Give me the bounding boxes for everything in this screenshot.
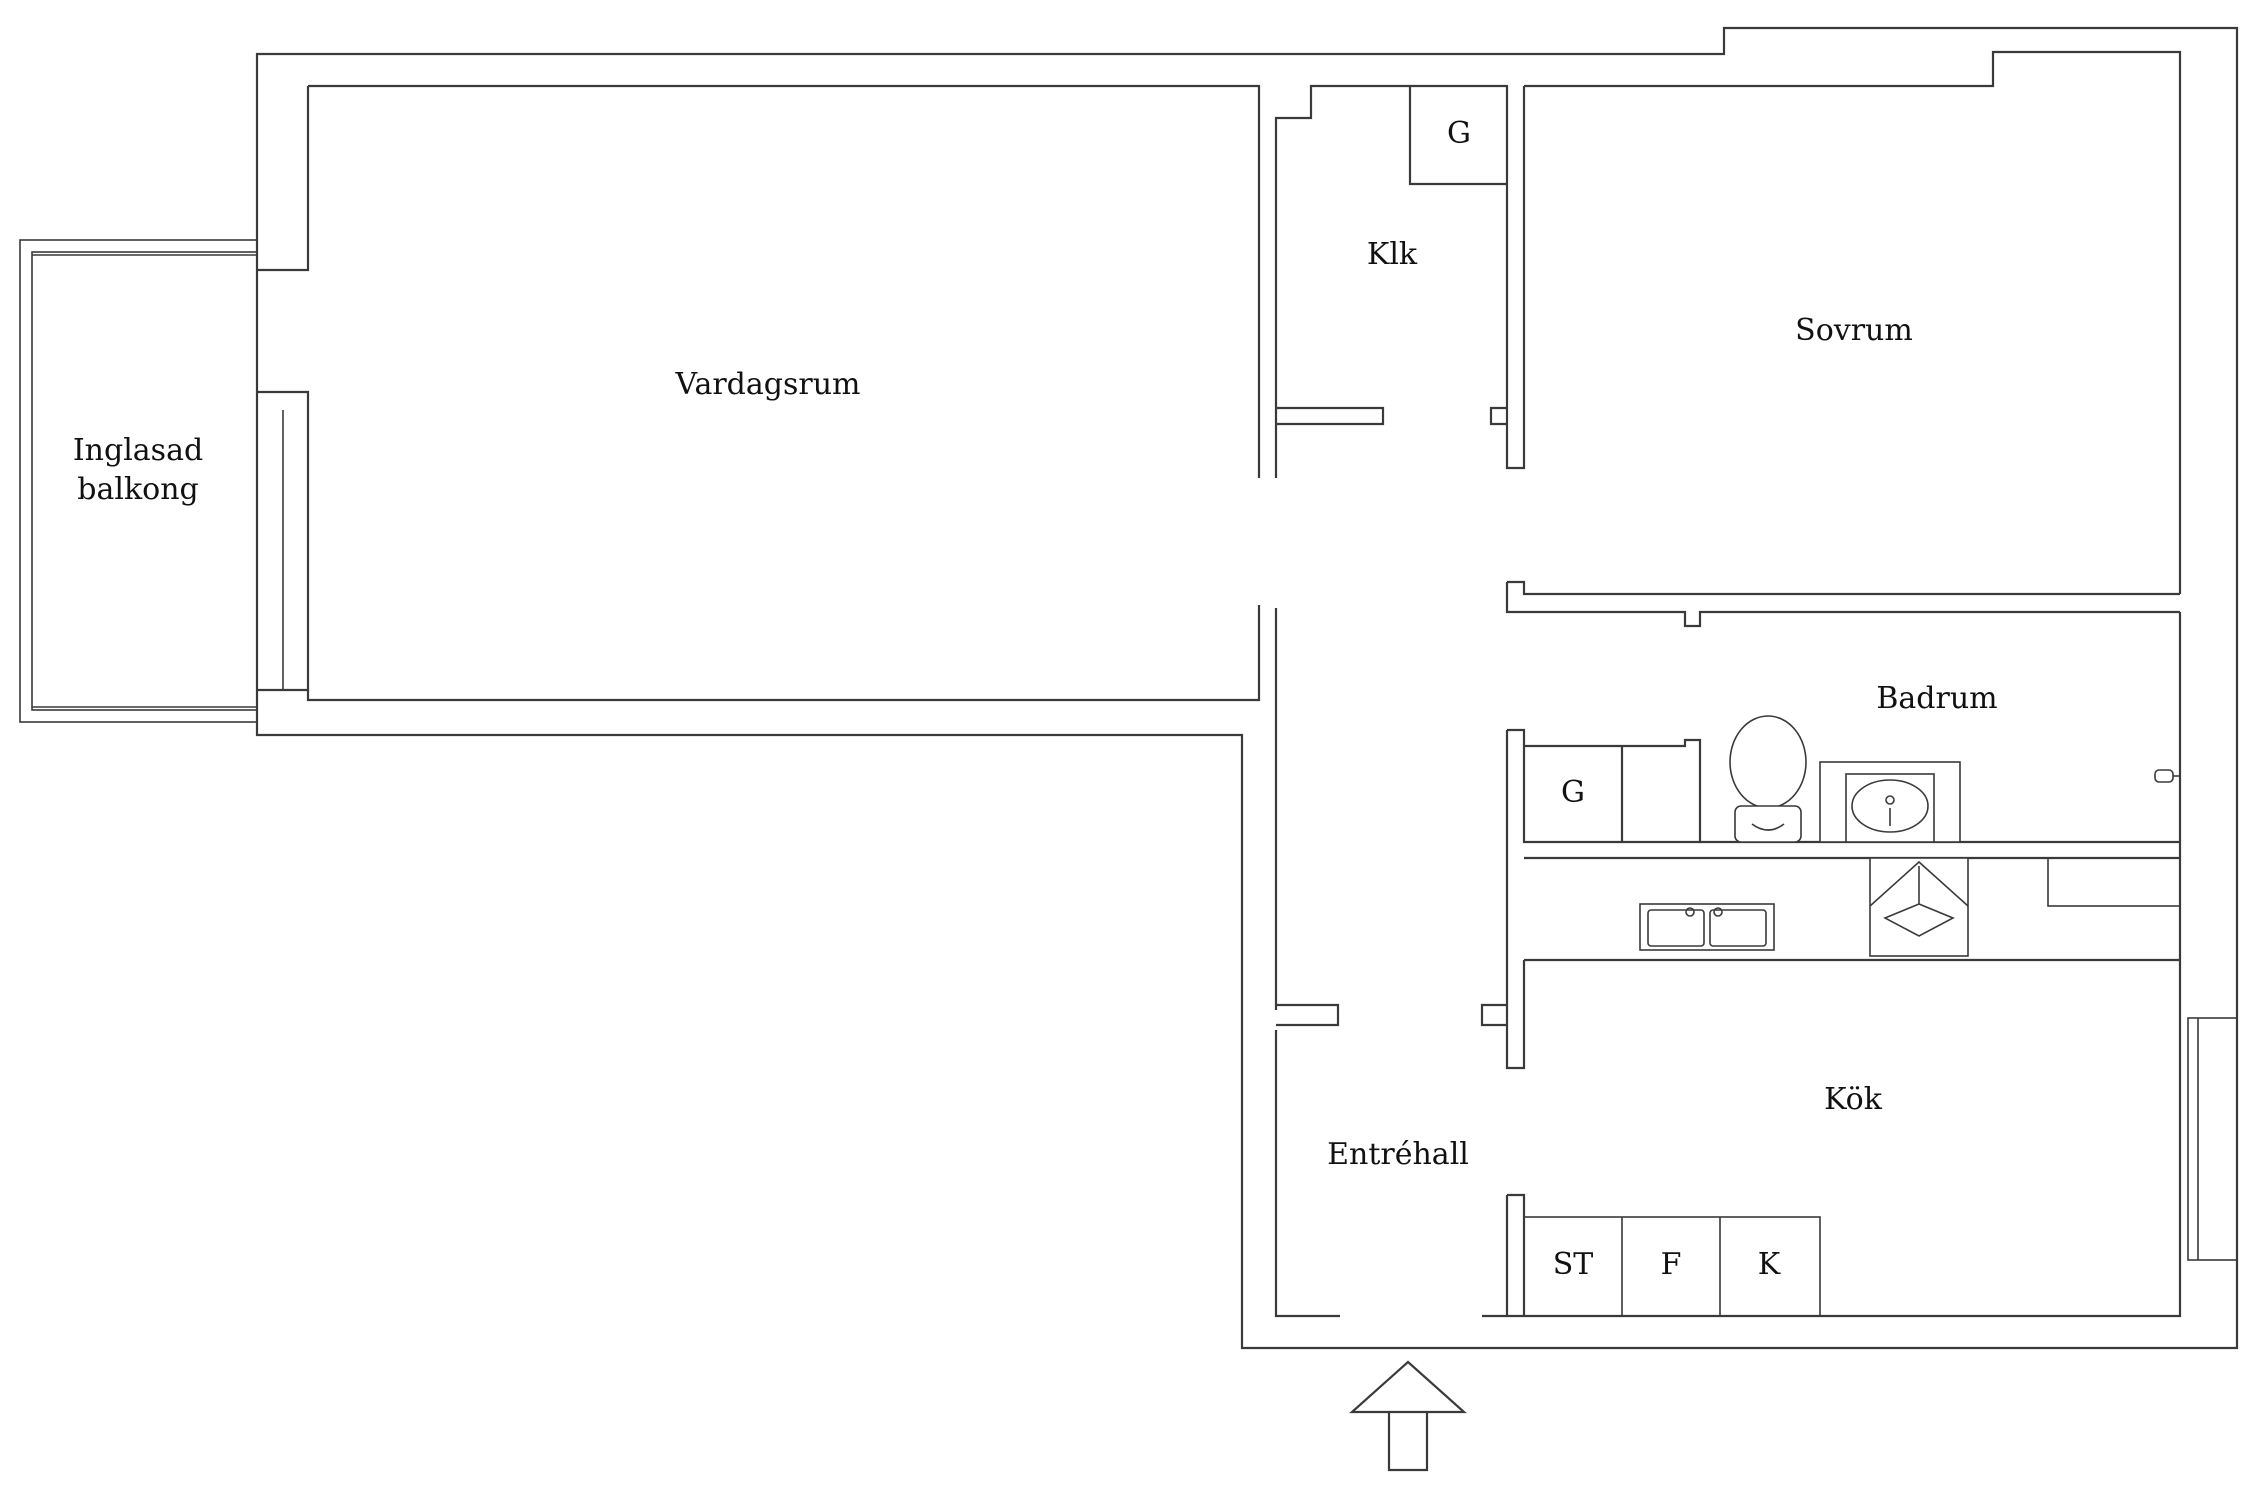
label-g-bath: G (1561, 775, 1585, 810)
label-st: ST (1553, 1247, 1594, 1282)
label-k: K (1758, 1247, 1781, 1282)
label-g-klk: G (1447, 116, 1471, 151)
balcony (19, 239, 284, 723)
toilet-icon (1729, 715, 1807, 843)
label-vardagsrum: Vardagsrum (675, 367, 861, 402)
label-entrehall: Entréhall (1327, 1137, 1469, 1172)
exterior-walls (255, 26, 2239, 1350)
double-sink-icon (1639, 903, 1775, 951)
washbasin-icon (1819, 761, 1961, 843)
room-labels: Vardagsrum Klk Sovrum Inglasad balkong B… (73, 116, 1998, 1282)
fixtures (1639, 715, 2181, 957)
entrance-arrow-icon (1349, 1360, 1467, 1472)
interior-walls (1274, 84, 2238, 1317)
label-balkong-line2: balkong (77, 472, 198, 507)
range-hood-icon (1869, 857, 1969, 957)
label-kok: Kök (1824, 1082, 1883, 1117)
towel-hook-icon (2154, 769, 2180, 783)
label-sovrum: Sovrum (1795, 313, 1913, 348)
label-f: F (1661, 1247, 1682, 1282)
label-klk: Klk (1367, 237, 1418, 272)
label-balkong-line1: Inglasad (73, 433, 203, 468)
label-badrum: Badrum (1876, 681, 1997, 716)
